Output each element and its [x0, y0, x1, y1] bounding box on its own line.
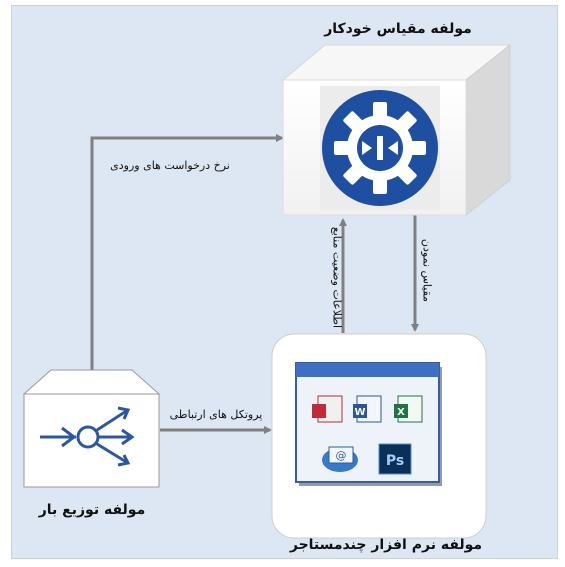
loadbalancer-title: مولفه توزیع بار: [38, 502, 146, 518]
access-icon: [312, 395, 343, 423]
word-icon: W: [353, 395, 382, 423]
photoshop-letters: Ps: [386, 453, 404, 469]
photoshop-icon: Ps: [378, 443, 412, 475]
excel-icon: X: [394, 395, 423, 423]
word-letter: W: [354, 407, 365, 418]
loadbalancer-box: [22, 369, 161, 488]
excel-letter: X: [397, 407, 405, 418]
scaling-label: مقیاس نمودن: [420, 238, 434, 303]
resource-status-label: اطلاعات وضعیت منابع: [330, 226, 344, 329]
autoscaler-title: مولفه مقیاس خودکار: [324, 21, 472, 37]
request-rate-label: نرخ درخواست های ورودی: [110, 159, 230, 172]
multitenant-box: [271, 333, 487, 539]
protocols-label: پروتکل های ارتباطی: [169, 408, 263, 421]
load-distribution-icon: [40, 406, 135, 467]
gear-icon: [320, 86, 440, 210]
outlook-icon: @: [322, 446, 358, 472]
edge-request-rate: [90, 134, 284, 395]
multitenant-title: مولفه نرم افزار چندمستاجر: [289, 537, 483, 553]
svg-text:@: @: [336, 449, 347, 462]
